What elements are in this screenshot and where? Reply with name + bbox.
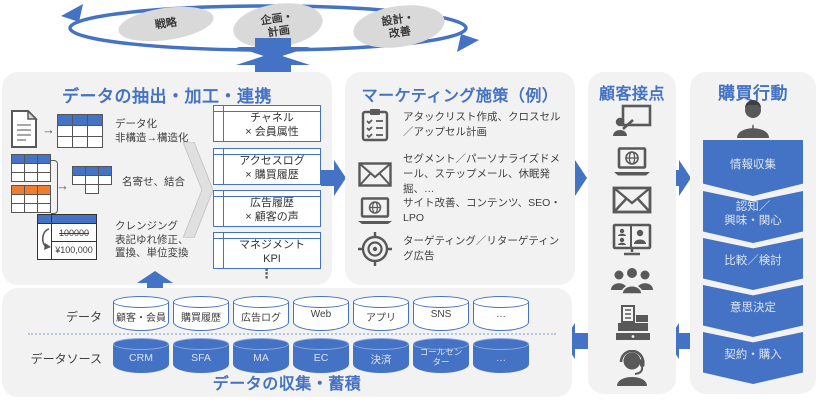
data-cylinder: 広告ログ bbox=[233, 296, 289, 331]
cylinder-label: 決済 bbox=[370, 354, 392, 366]
target-icon bbox=[357, 232, 393, 266]
more-dots: ⋮ bbox=[260, 266, 273, 281]
data-cylinder: SNS bbox=[413, 296, 469, 331]
data-cylinder: … bbox=[473, 296, 529, 331]
cylinder-label: Web bbox=[310, 309, 332, 320]
marketing-item: サイト改善、コンテンツ、SEO・LPO bbox=[357, 196, 567, 226]
cylinder-label: 顧客・会員 bbox=[116, 313, 166, 324]
behavior-step: 認知／ 興味・関心 bbox=[703, 191, 803, 243]
source-cylinder: 決済 bbox=[353, 338, 409, 373]
cylinder-label: SFA bbox=[191, 352, 211, 364]
source-cylinder: EC bbox=[293, 338, 349, 373]
marketing-item-text: ターゲティング／リターゲティング広告 bbox=[403, 234, 560, 262]
cylinder-label: MA bbox=[253, 352, 269, 364]
mail-icon bbox=[357, 162, 393, 188]
cylinder-label: 購買履歴 bbox=[181, 313, 221, 324]
checklist-icon bbox=[357, 108, 393, 142]
source-cylinder: MA bbox=[233, 338, 289, 373]
flow-arrow-right-3 bbox=[666, 160, 691, 196]
touchpoint-icon-list bbox=[588, 104, 676, 386]
source-cylinder: CRM bbox=[113, 338, 169, 373]
collection-panel: データ データソース 顧客・会員 購買履歴 広告ログ Web アプリ SNS …… bbox=[2, 288, 572, 397]
datasource-row-label: データソース bbox=[30, 352, 102, 366]
cylinder-label: CRM bbox=[129, 352, 153, 364]
datasource-cylinder-row: CRM SFA MA EC 決済 コールセンター … bbox=[113, 338, 529, 373]
cash-register-icon bbox=[616, 305, 650, 340]
cylinder-label: 広告ログ bbox=[241, 313, 281, 324]
cylinder-label: … bbox=[495, 352, 507, 364]
video-call-icon bbox=[612, 223, 652, 256]
combo-accesslog-purchase: アクセスログ × 購買履歴 bbox=[213, 148, 321, 185]
structured-table-icon bbox=[57, 114, 103, 148]
data-cylinder-row: 顧客・会員 購買履歴 広告ログ Web アプリ SNS … bbox=[113, 296, 529, 331]
marketing-item-text: セグメント／パーソナライズドメール、ステップメール、休眠発掘、… bbox=[403, 153, 561, 196]
table-orange-icon bbox=[11, 185, 51, 213]
call-center-icon bbox=[617, 350, 647, 386]
website-icon bbox=[357, 197, 393, 225]
extraction-title: データの抽出・加工・連携 bbox=[62, 87, 272, 106]
data-cylinder: 顧客・会員 bbox=[113, 296, 169, 331]
step-label-structuring: データ化 非構造→構造化 bbox=[115, 118, 189, 144]
cleansing-after-value: ¥100,000 bbox=[55, 244, 93, 255]
cylinder-label: EC bbox=[313, 352, 329, 364]
convert-arrow-icon bbox=[41, 228, 51, 250]
behavior-step: 契約・購入 bbox=[703, 332, 803, 384]
behavior-step: 比較／検討 bbox=[703, 238, 803, 290]
combo-channel-attributes: チャネル × 会員属性 bbox=[213, 105, 321, 142]
mail-icon bbox=[612, 186, 652, 214]
collection-title: データの収集・蓄積 bbox=[212, 376, 362, 393]
touchpoints-title: 顧客接点 bbox=[598, 86, 665, 103]
data-row-label: データ bbox=[65, 310, 102, 324]
combo-management-kpi: マネジメント KPI bbox=[213, 232, 321, 269]
website-icon bbox=[614, 147, 650, 176]
data-cylinder: 購買履歴 bbox=[173, 296, 229, 331]
marketing-item-text: サイト改善、コンテンツ、SEO・LPO bbox=[403, 197, 561, 225]
step-label-cleansing: クレンジング 表記ゆれ修正、 置換、単位変換 bbox=[115, 220, 189, 260]
marketing-title: マーケティング施策（例） bbox=[361, 88, 559, 105]
source-cylinder: コールセンター bbox=[413, 338, 469, 373]
behavior-chevron-list: 情報収集 認知／ 興味・関心 比較／検討 意思決定 契約・購入 bbox=[703, 140, 803, 384]
combo-adlog-voice: 広告履歴 × 顧客の声 bbox=[213, 190, 321, 227]
cylinder-label: コールセンター bbox=[419, 347, 463, 367]
audience-icon bbox=[611, 268, 653, 295]
cylinder-label: アプリ bbox=[366, 313, 396, 324]
behavior-title: 購買行動 bbox=[718, 84, 788, 103]
cylinder-label: SNS bbox=[430, 309, 452, 320]
flow-arrow-right-1 bbox=[321, 160, 346, 196]
behavior-panel: 購買行動 情報収集 認知／ 興味・関心 比較／検討 意思決定 契約・購入 bbox=[690, 72, 816, 394]
right-arrow-glyph: → bbox=[56, 178, 69, 193]
flow-arrow-up-1 bbox=[137, 271, 173, 296]
merged-table-icon bbox=[72, 166, 112, 194]
data-cylinder: Web bbox=[293, 296, 349, 331]
merge-bracket bbox=[51, 160, 58, 214]
marketing-item-text: アタックリスト作成、クロスセル／アップセル計画 bbox=[403, 110, 561, 138]
cylinder-label: … bbox=[496, 309, 506, 320]
behavior-step: 情報収集 bbox=[703, 140, 803, 196]
cleansing-before-value: 100000 bbox=[52, 224, 96, 242]
presentation-icon bbox=[613, 104, 652, 136]
step-label-merge: 名寄せ、結合 bbox=[122, 176, 185, 188]
touchpoints-panel: 顧客接点 bbox=[588, 72, 676, 394]
cleansing-table-icon: 100000 ¥100,000 bbox=[37, 214, 97, 260]
gray-chevron-arrow bbox=[183, 142, 213, 238]
marketing-item: セグメント／パーソナライズドメール、ステップメール、休眠発掘、… bbox=[357, 152, 567, 198]
data-cylinder: アプリ bbox=[353, 296, 409, 331]
extraction-panel: データの抽出・加工・連携 → データ化 非構造→構造化 → bbox=[2, 72, 332, 285]
marketing-item: ターゲティング／リターゲティング広告 bbox=[357, 232, 567, 266]
source-cylinder: SFA bbox=[173, 338, 229, 373]
behavior-step: 意思決定 bbox=[703, 285, 803, 337]
marketing-panel: マーケティング施策（例） アタックリスト作成、クロスセル／アップセル計画 セグメ… bbox=[345, 72, 575, 285]
businessman-icon bbox=[737, 100, 769, 138]
table-blue-icon bbox=[11, 154, 51, 182]
document-icon bbox=[11, 110, 38, 148]
source-cylinder: … bbox=[473, 338, 529, 373]
right-arrow-glyph: → bbox=[42, 122, 55, 137]
marketing-item: アタックリスト作成、クロスセル／アップセル計画 bbox=[357, 108, 567, 142]
row-separator bbox=[28, 333, 556, 335]
updown-double-arrow-icon bbox=[236, 38, 310, 74]
